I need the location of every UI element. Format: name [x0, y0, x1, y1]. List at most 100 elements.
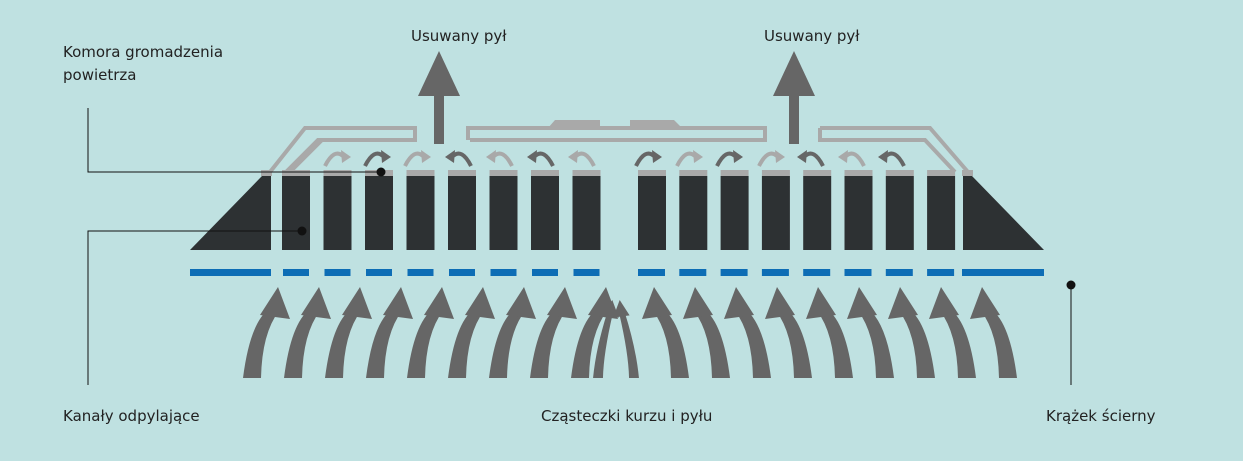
curl-arrow-2 [363, 151, 385, 167]
label-channels: Kanały odpylające [63, 407, 200, 425]
particle-arrow-shaft-16 [817, 309, 853, 378]
curl-arrowhead-7 [568, 150, 578, 163]
particle-arrowhead-14 [724, 287, 754, 319]
curl-arrow-3 [403, 151, 425, 167]
particle-arrow-shaft-19 [940, 309, 976, 378]
curl-arrow-11 [757, 151, 779, 167]
pad-cap-wedge-left [261, 170, 272, 176]
disc-segment-6 [449, 269, 475, 276]
curl-arrowhead-1 [341, 150, 351, 163]
pad-block-7 [531, 176, 559, 250]
label-particles: Cząsteczki kurzu i pyłu [541, 407, 713, 425]
curl-arrowhead-8 [652, 150, 662, 163]
curl-arrow-6 [533, 151, 555, 167]
disc-segment-18 [962, 269, 1044, 276]
pad-block-cap-15 [885, 170, 914, 176]
disc-segment-13 [761, 269, 789, 276]
disc-segment-5 [407, 269, 434, 276]
particle-arrow-shaft-2 [284, 309, 320, 378]
chamber-outline-2 [288, 138, 324, 174]
particle-arrowhead-13 [683, 287, 713, 319]
pad-block-cap-11 [720, 170, 749, 176]
particle-arrowhead-19 [929, 287, 959, 319]
curl-arrow-5 [492, 151, 514, 167]
sanding-pad [190, 170, 1044, 250]
particle-arrowhead-8 [547, 287, 577, 319]
pad-block-5 [448, 176, 476, 250]
curl-arrow-12 [803, 151, 825, 167]
disc-segment-15 [844, 269, 872, 276]
pad-block-cap-10 [679, 170, 708, 176]
pad-block-cap-8 [572, 170, 601, 176]
particle-arrow-shaft-15 [776, 309, 812, 378]
curl-arrowhead-5 [486, 150, 496, 163]
particle-arrowhead-6 [465, 287, 495, 319]
pad-block-2 [323, 176, 352, 250]
particle-arrow-shaft-18 [899, 309, 935, 378]
particle-arrow-shaft-4 [366, 309, 402, 378]
particle-arrow-shaft-3 [325, 309, 361, 378]
curl-arrowhead-13 [838, 150, 848, 163]
pad-block-15 [885, 176, 914, 250]
particle-arrow-shaft-13 [694, 309, 730, 378]
leader-channels-dot [297, 226, 307, 236]
particle-arrowhead-7 [506, 287, 536, 319]
pad-block-cap-14 [844, 170, 873, 176]
pad-block-6 [489, 176, 518, 250]
disc-segment-9 [573, 269, 600, 276]
leader-disc-dot [1066, 280, 1076, 290]
curl-arrowhead-14 [878, 150, 888, 163]
pad-wedge-left [190, 176, 271, 250]
disc-segment-12 [720, 269, 748, 276]
pad-block-14 [844, 176, 873, 250]
particle-arrow-shaft-9 [571, 309, 607, 378]
curl-arrow-1 [323, 151, 345, 167]
particle-arrowhead-12 [642, 287, 672, 319]
pad-block-cap-7 [531, 170, 559, 176]
chamber-outline-3 [466, 126, 767, 142]
curl-arrowhead-10 [733, 150, 743, 163]
curl-arrow-10 [715, 151, 737, 167]
curl-arrowhead-9 [693, 150, 703, 163]
disc-segment-8 [532, 269, 558, 276]
label-removed-dust-right: Usuwany pył [764, 27, 860, 45]
pad-block-cap-6 [489, 170, 518, 176]
particle-arrow-shaft-14 [735, 309, 771, 378]
pad-block-cap-16 [927, 170, 956, 176]
pad-block-4 [406, 176, 435, 250]
label-disc: Krążek ścierny [1046, 407, 1156, 425]
particle-arrow-shaft-1 [243, 309, 279, 378]
disc-segment-16 [885, 269, 913, 276]
particle-arrow-shaft-11 [619, 312, 639, 378]
curl-arrow-4 [451, 151, 473, 167]
pad-block-cap-13 [803, 170, 832, 176]
disc-segment-7 [490, 269, 517, 276]
abrasive-disc [190, 269, 1044, 276]
chamber-outline-4 [820, 126, 970, 174]
particle-arrowhead-3 [342, 287, 372, 319]
pad-block-12 [761, 176, 790, 250]
pad-block-cap-9 [638, 170, 666, 176]
disc-segment-4 [366, 269, 392, 276]
curl-arrow-7 [574, 151, 596, 167]
particle-arrow-shaft-5 [407, 309, 443, 378]
curl-arrow-8 [634, 151, 656, 167]
chamber-tab-left [548, 120, 600, 128]
label-chamber: Komora gromadzenia powietrza [63, 43, 224, 84]
disc-segment-11 [679, 269, 707, 276]
curl-arrowhead-11 [775, 150, 785, 163]
curl-arrowhead-3 [421, 150, 431, 163]
pad-block-cap-1 [282, 170, 310, 176]
curl-arrow-9 [675, 151, 697, 167]
leader-channels-line [87, 230, 302, 385]
curl-arrowhead-6 [527, 150, 537, 163]
dust-particle-arrows [243, 287, 1017, 378]
exhaust-arrowhead-1 [418, 51, 460, 96]
particle-arrowhead-5 [424, 287, 454, 319]
particle-arrowhead-4 [383, 287, 413, 319]
particle-arrowhead-1 [260, 287, 290, 319]
pad-block-11 [720, 176, 749, 250]
exhaust-arrow-shaft-1 [434, 92, 444, 144]
